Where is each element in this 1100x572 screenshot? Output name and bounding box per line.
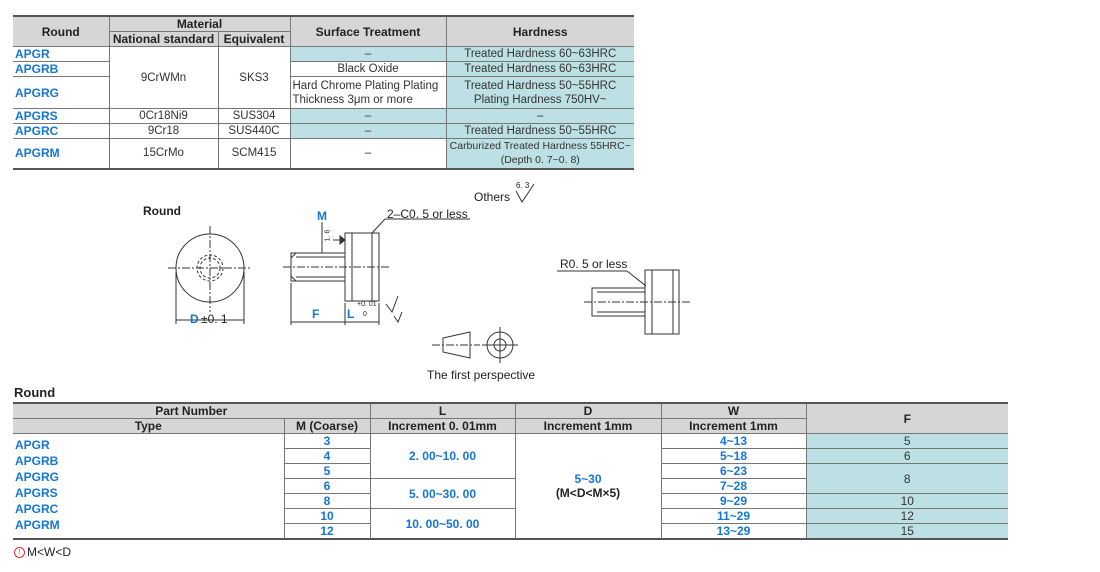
projection-label: The first perspective — [427, 368, 536, 382]
dimension-table: Part Number L D W F Type M (Coarse) Incr… — [13, 402, 1008, 540]
type-apgrb: APGRB — [13, 61, 110, 77]
w-range: 11~29 — [660, 508, 807, 524]
type-item: APGRM — [15, 518, 60, 532]
w-increment-header: Increment 1mm — [660, 418, 806, 434]
m-label: M — [317, 209, 327, 223]
equivalent-apgrm: SCM415 — [217, 138, 291, 169]
m-value: 3 — [283, 433, 371, 449]
f-value: 15 — [805, 523, 1008, 540]
surface-treatment-header: Surface Treatment — [289, 15, 447, 47]
m-value: 8 — [284, 493, 371, 509]
type-apgr: APGR — [13, 46, 110, 62]
d-tolerance: ±0. 1 — [201, 312, 228, 326]
type-list: APGR APGRB APGRG APGRS APGRC APGRM — [13, 433, 285, 540]
type-item: APGRS — [15, 486, 58, 500]
f-value: 10 — [805, 493, 1008, 509]
d-header: D — [514, 402, 662, 419]
roughness-value: 6. 3 — [516, 181, 530, 190]
material-table: Round Material Surface Treatment Hardnes… — [13, 15, 634, 170]
f-value: 12 — [805, 508, 1008, 524]
equivalent-sks3: SKS3 — [217, 46, 291, 109]
surface-apgrg: Hard Chrome Plating Plating Thickness 3μ… — [289, 76, 447, 109]
round-table-title: Round — [14, 385, 56, 400]
l-label: L — [347, 307, 355, 321]
m-value: 4 — [284, 448, 371, 464]
tolerance-small: 1. 6 — [324, 229, 332, 242]
roughness-symbol — [515, 183, 535, 203]
l-range: 5. 00~30. 00 — [369, 478, 516, 509]
chamfer-label: 2–C0. 5 or less — [387, 207, 468, 221]
hardness-apgrs: – — [445, 108, 634, 124]
surface-apgrs: – — [289, 108, 447, 124]
radius-label: R0. 5 or less — [560, 257, 628, 271]
hardness-apgr: Treated Hardness 60~63HRC — [445, 46, 634, 62]
surface-apgrg-line1: Hard Chrome Plating Plating — [292, 79, 439, 92]
w-range: 4~13 — [660, 433, 807, 449]
type-item: APGRC — [15, 502, 59, 516]
right-view — [557, 269, 690, 335]
f-header: F — [805, 402, 1008, 434]
hardness-apgrg-line1: Treated Hardness 50~55HRC — [464, 79, 617, 92]
m-value: 12 — [284, 523, 371, 540]
w-range: 9~29 — [660, 493, 807, 509]
d-condition: (M<D<M×5) — [555, 486, 621, 500]
w-range: 7~28 — [660, 478, 806, 494]
type-header: Type — [13, 418, 285, 434]
l-tol-upper: +0. 01 — [357, 301, 377, 308]
surface-apgrc: – — [289, 123, 447, 139]
w-range: 13~29 — [660, 523, 807, 540]
hardness-apgrc: Treated Hardness 50~55HRC — [445, 123, 634, 139]
equivalent-header: Equivalent — [217, 31, 290, 47]
d-increment-header: Increment 1mm — [514, 418, 662, 434]
w-range: 6~23 — [660, 463, 807, 479]
side-view — [283, 218, 470, 325]
hardness-header: Hardness — [445, 15, 634, 47]
hardness-apgrm-line2: (Depth 0. 7~0. 8) — [500, 154, 580, 167]
type-apgrg: APGRG — [13, 76, 110, 109]
w-header: W — [660, 402, 807, 419]
m-value: 6 — [284, 478, 371, 494]
others-label: Others — [474, 190, 511, 204]
f-label: F — [312, 307, 320, 321]
d-range-cell: 5~30 (M<D<M×5) — [514, 433, 662, 540]
w-range: 5~18 — [660, 448, 807, 464]
m-value: 10 — [284, 508, 371, 524]
l-increment-header: Increment 0. 01mm — [369, 418, 516, 434]
front-view — [168, 226, 252, 324]
equivalent-apgrc: SUS440C — [217, 123, 291, 139]
hardness-apgrm: Carburized Treated Hardness 55HRC~ (Dept… — [445, 138, 634, 169]
footnote: ! M<W<D — [14, 545, 71, 559]
hardness-apgrm-line1: Carburized Treated Hardness 55HRC~ — [449, 140, 631, 153]
surface-apgrg-line2: Thickness 3μm or more — [292, 93, 413, 106]
f-value: 8 — [805, 463, 1008, 494]
projection-symbol — [432, 327, 518, 363]
m-header: M (Coarse) — [283, 418, 371, 434]
material-header: Material — [108, 15, 291, 32]
national-standard-header: National standard — [109, 31, 219, 47]
technical-drawing — [168, 183, 690, 363]
warning-icon: ! — [14, 546, 25, 558]
l-range: 2. 00~10. 00 — [369, 433, 516, 479]
f-value: 6 — [805, 448, 1008, 464]
l-tol-lower: 0 — [363, 311, 367, 318]
m-value: 5 — [284, 463, 371, 479]
national-apgrc: 9Cr18 — [108, 123, 219, 139]
footnote-text: M<W<D — [27, 545, 72, 559]
d-label: D — [190, 312, 199, 326]
type-apgrc: APGRC — [13, 123, 110, 139]
f-value: 5 — [805, 433, 1008, 449]
national-apgrm: 15CrMo — [108, 138, 219, 169]
d-range: 5~30 — [574, 472, 602, 486]
round-drawing-label: Round — [143, 204, 181, 218]
type-item: APGR — [15, 438, 50, 452]
part-number-header: Part Number — [13, 402, 371, 419]
national-apgrs: 0Cr18Ni9 — [108, 108, 219, 124]
l-range: 10. 00~50. 00 — [369, 508, 516, 540]
hardness-apgrg-line2: Plating Hardness 750HV~ — [473, 93, 607, 106]
type-item: APGRG — [15, 470, 60, 484]
type-item: APGRB — [15, 454, 59, 468]
l-header: L — [369, 402, 516, 419]
type-apgrm: APGRM — [13, 138, 110, 169]
